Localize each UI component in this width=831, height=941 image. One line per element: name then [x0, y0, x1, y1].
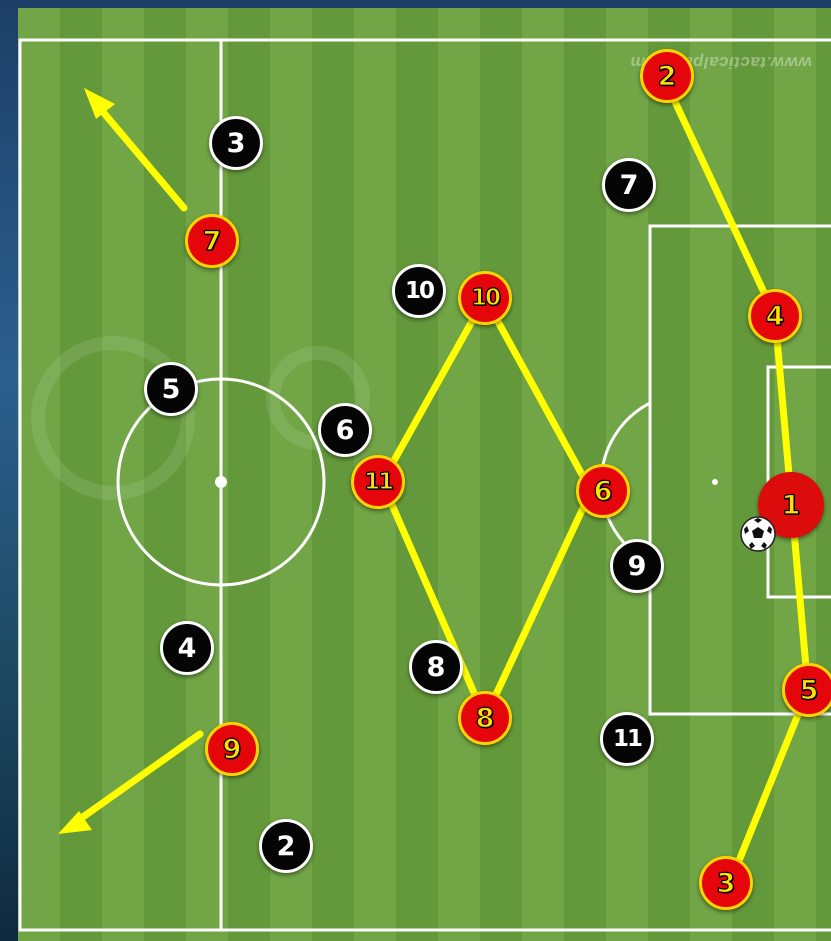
- black-player-7-number: 7: [620, 170, 639, 201]
- black-player-2-number: 2: [277, 831, 296, 862]
- red-player-2[interactable]: 2: [640, 49, 694, 103]
- red-player-6[interactable]: 6: [576, 464, 630, 518]
- grass-stripe: [816, 8, 831, 941]
- grass-stripe: [480, 8, 522, 941]
- black-player-10[interactable]: 10: [392, 264, 446, 318]
- red-player-8-number: 8: [476, 703, 495, 734]
- black-player-6[interactable]: 6: [318, 403, 372, 457]
- red-player-11[interactable]: 11: [351, 455, 405, 509]
- center-spot: [215, 476, 227, 488]
- red-player-2-number: 2: [658, 61, 677, 92]
- red-player-11-number: 11: [364, 469, 392, 495]
- black-player-7[interactable]: 7: [602, 158, 656, 212]
- black-player-4-number: 4: [178, 633, 197, 664]
- red-player-1-number: 1: [782, 490, 801, 521]
- black-player-11[interactable]: 11: [600, 712, 654, 766]
- red-player-8[interactable]: 8: [458, 691, 512, 745]
- grass-stripe: [312, 8, 354, 941]
- red-player-3-number: 3: [717, 868, 736, 899]
- black-player-5[interactable]: 5: [144, 362, 198, 416]
- red-player-7-number: 7: [203, 226, 222, 257]
- grass-stripe: [648, 8, 690, 941]
- grass-stripe: [438, 8, 480, 941]
- football-pitch: www.tacticalpad.com 1 2 3 4 5 6 7 8 9 10…: [18, 8, 831, 941]
- red-player-7[interactable]: 7: [185, 214, 239, 268]
- black-player-8-number: 8: [427, 652, 446, 683]
- grass-stripe: [270, 8, 312, 941]
- red-player-5[interactable]: 5: [782, 663, 831, 717]
- grass-stripe: [522, 8, 564, 941]
- black-player-4[interactable]: 4: [160, 621, 214, 675]
- black-player-5-number: 5: [162, 374, 181, 405]
- black-player-3[interactable]: 3: [209, 116, 263, 170]
- soccer-ball-icon[interactable]: [739, 515, 777, 553]
- red-player-4[interactable]: 4: [748, 289, 802, 343]
- penalty-spot: [712, 479, 718, 485]
- black-player-6-number: 6: [336, 415, 355, 446]
- red-player-5-number: 5: [800, 675, 819, 706]
- red-player-10-number: 10: [471, 285, 499, 311]
- red-player-9[interactable]: 9: [205, 722, 259, 776]
- red-player-9-number: 9: [223, 734, 242, 765]
- black-player-11-number: 11: [613, 726, 641, 752]
- red-player-6-number: 6: [594, 476, 613, 507]
- black-player-2[interactable]: 2: [259, 819, 313, 873]
- black-player-3-number: 3: [227, 128, 246, 159]
- pitch-markings: [18, 8, 831, 941]
- black-player-9-number: 9: [628, 551, 647, 582]
- black-player-9[interactable]: 9: [610, 539, 664, 593]
- red-player-10[interactable]: 10: [458, 271, 512, 325]
- red-player-3[interactable]: 3: [699, 856, 753, 910]
- black-player-10-number: 10: [405, 278, 433, 304]
- black-player-8[interactable]: 8: [409, 640, 463, 694]
- red-player-4-number: 4: [766, 301, 785, 332]
